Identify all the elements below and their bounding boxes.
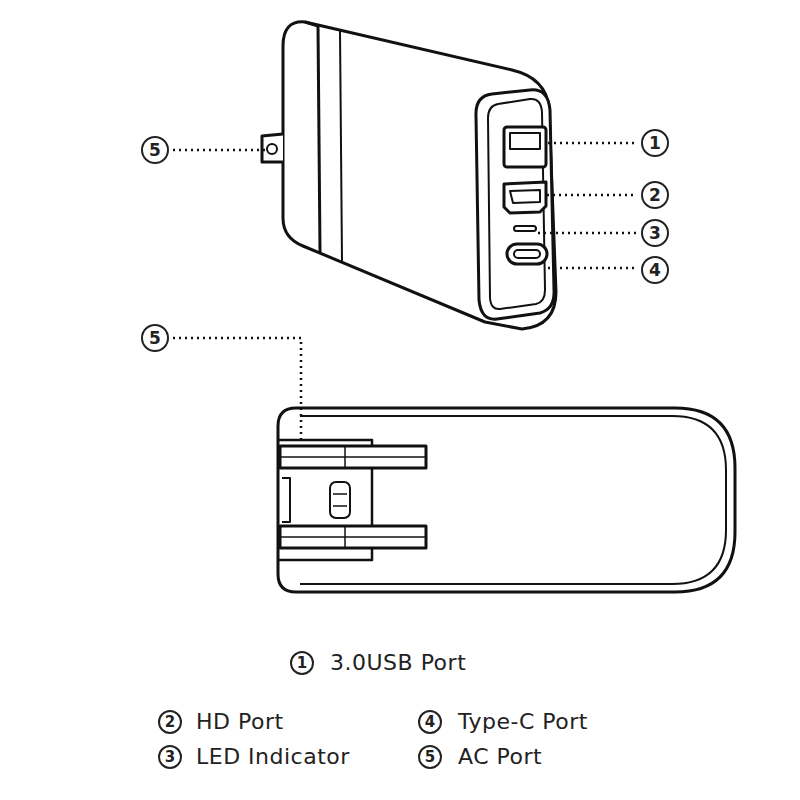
callout-number: 5 [141, 324, 169, 352]
callout-number: 1 [641, 129, 669, 157]
callout-number: 3 [641, 219, 669, 247]
callout-number: 2 [641, 181, 669, 209]
part-name: Type-C Port [458, 711, 588, 733]
callout-number: 4 [418, 710, 442, 734]
part-name: AC Port [458, 746, 542, 768]
leader-lines [173, 143, 637, 442]
callout-number: 4 [641, 256, 669, 284]
callout-number: 3 [158, 745, 182, 769]
part-name: 3.0USB Port [330, 652, 466, 674]
callout-number: 5 [418, 745, 442, 769]
part-name: HD Port [196, 711, 284, 733]
part-name: LED Indicator [196, 746, 350, 768]
callout-number: 2 [158, 710, 182, 734]
callout-number: 5 [141, 136, 169, 164]
callout-number: 1 [290, 651, 314, 675]
